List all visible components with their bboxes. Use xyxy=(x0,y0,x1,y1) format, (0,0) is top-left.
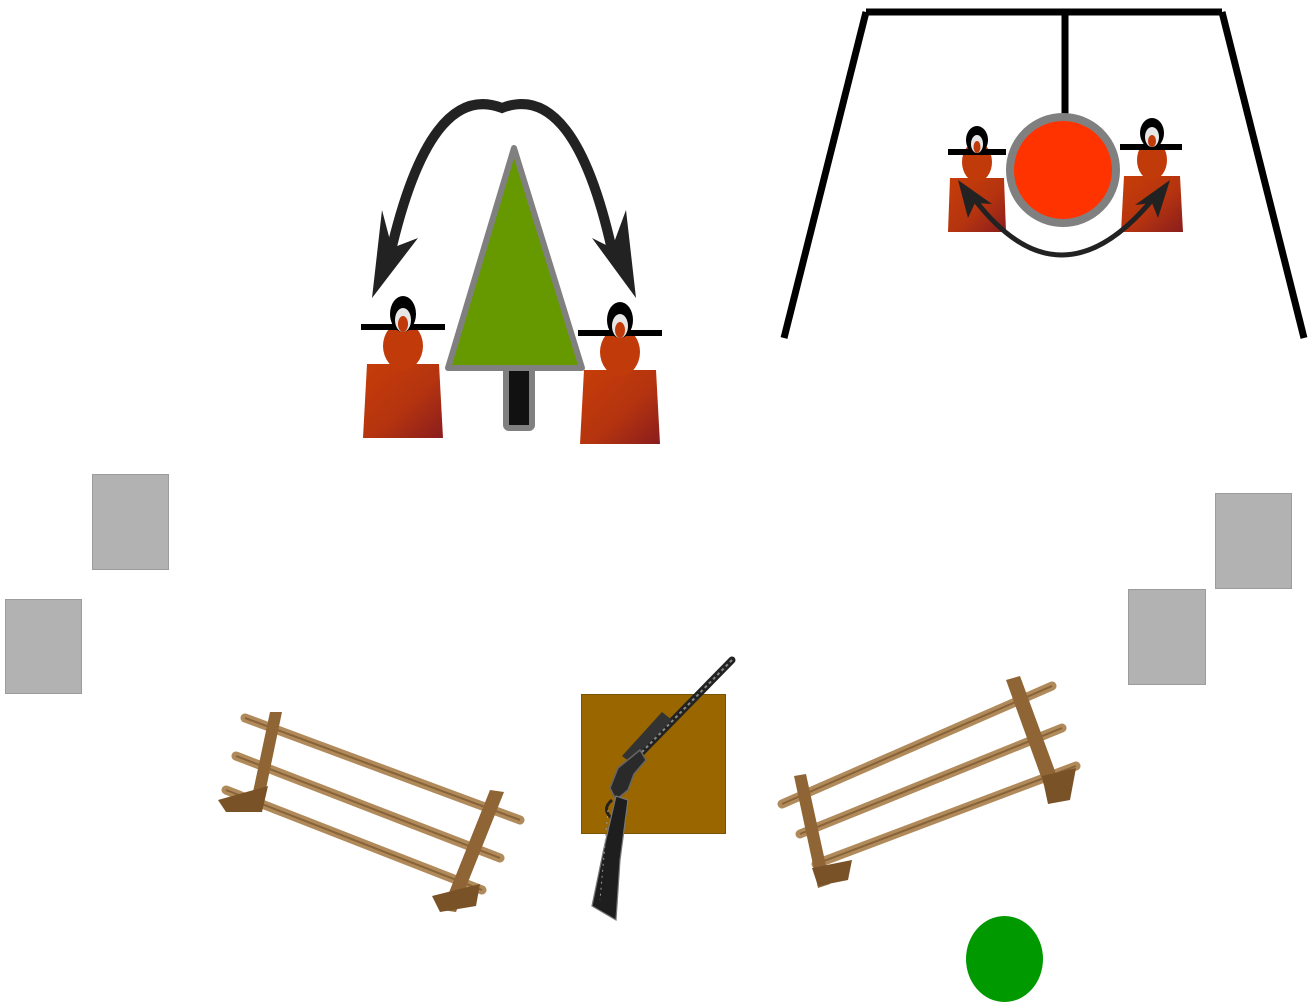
tree-scene xyxy=(361,104,662,444)
cowboy-figure-icon xyxy=(1120,118,1183,232)
steel-plate-icon xyxy=(1215,493,1292,589)
steel-plate-icon xyxy=(1128,589,1206,685)
gong-target-icon xyxy=(1010,117,1116,223)
wooden-fence-icon xyxy=(218,712,520,912)
cowboy-figure-icon xyxy=(361,296,445,438)
steel-plate-icon xyxy=(5,599,82,694)
wooden-fence-icon xyxy=(782,676,1076,888)
start-position-icon xyxy=(966,916,1043,1002)
cowboy-figure-icon xyxy=(948,126,1006,232)
gong-scene xyxy=(784,12,1304,338)
shotgun-icon xyxy=(580,650,750,930)
tree-icon xyxy=(448,148,582,428)
cowboy-figure-icon xyxy=(578,302,662,444)
steel-plate-icon xyxy=(92,474,169,570)
